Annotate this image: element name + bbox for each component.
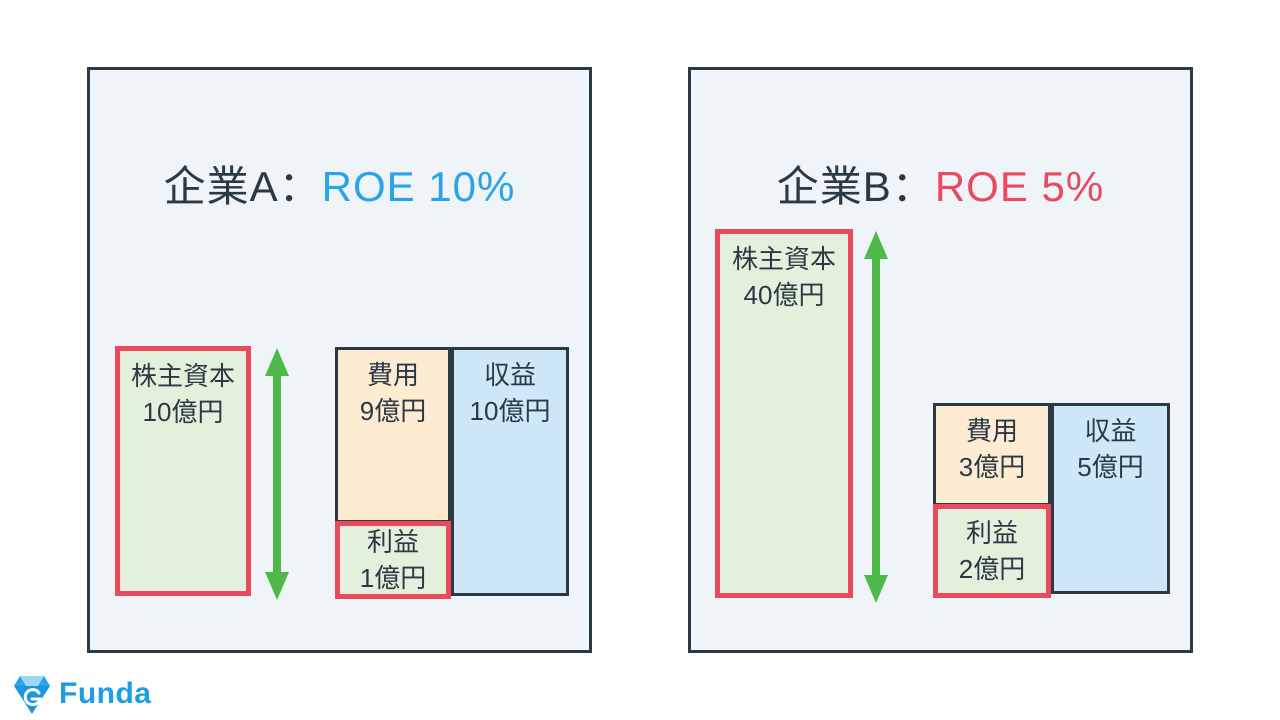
revenue-label: 収益 [1084,416,1137,446]
arrow-down-icon [864,575,888,603]
arrow-shaft [872,257,880,577]
company-b-roe-value: ROE 5% [934,162,1105,210]
expense-label: 費用 [366,360,419,390]
company-b-title: 企業B：ROE 5% [691,153,1190,214]
company-a-profit-box: 利益 1億円 [335,521,451,599]
expense-value: 9億円 [359,396,427,426]
expense-value: 3億円 [958,452,1026,482]
profit-label: 利益 [965,518,1018,548]
equity-value: 40億円 [743,280,825,310]
arrow-down-icon [265,572,289,600]
company-b-panel: 企業B：ROE 5% 株主資本 40億円 費用 3億円 収益 5億円 利益 2億… [688,67,1193,653]
company-b-equity-box: 株主資本 40億円 [715,229,853,598]
arrow-up-icon [265,348,289,376]
company-a-expense-box: 費用 9億円 [335,347,451,523]
company-a-equity-box: 株主資本 10億円 [115,346,251,596]
profit-value: 1億円 [359,563,427,593]
funda-logo-text: Funda [59,677,152,710]
revenue-label: 収益 [483,360,536,390]
revenue-value: 10億円 [469,396,551,426]
company-a-revenue-box: 収益 10億円 [451,347,569,596]
company-b-profit-box: 利益 2億円 [933,504,1051,598]
arrow-shaft [273,374,281,574]
expense-label: 費用 [965,416,1018,446]
equity-height-arrow [864,231,888,603]
company-b-expense-box: 費用 3億円 [933,403,1051,506]
company-a-roe-value: ROE 10% [321,162,516,210]
equity-label: 株主資本 [731,244,836,274]
revenue-value: 5億円 [1077,452,1144,482]
company-b-revenue-box: 収益 5億円 [1051,403,1170,594]
funda-logo: Funda [12,672,152,716]
equity-value: 10億円 [142,397,224,427]
funda-gem-icon [14,676,50,714]
equity-height-arrow [265,348,289,600]
company-b-title-name: 企業B： [776,162,935,210]
company-a-title: 企業A：ROE 10% [90,153,589,214]
company-a-panel: 企業A：ROE 10% 株主資本 10億円 費用 9億円 収益 10億円 利益 … [87,67,592,653]
equity-label: 株主資本 [130,361,235,391]
arrow-up-icon [864,231,888,259]
company-a-title-name: 企業A： [163,162,322,210]
profit-label: 利益 [366,527,419,557]
profit-value: 2億円 [958,554,1026,584]
